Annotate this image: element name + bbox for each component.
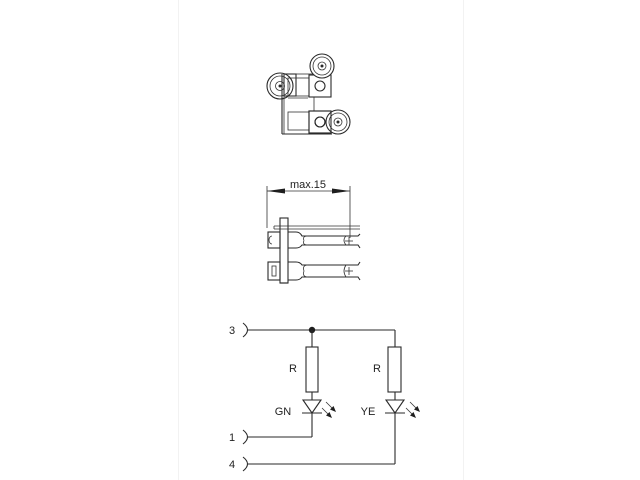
lower-slot	[287, 111, 311, 131]
dimension-arrow-right-icon	[332, 188, 350, 194]
pin-4-socket-icon	[242, 456, 249, 472]
pin-3-label: 3	[229, 325, 235, 337]
lower-contact-clip	[271, 265, 277, 277]
upper-fork-bottom	[288, 244, 361, 249]
lower-fork-top	[288, 261, 361, 266]
lower-roller-screw-icon	[336, 120, 340, 124]
upper-contact-base	[267, 231, 281, 249]
left-roller-mid	[269, 75, 291, 97]
resistor-right-label: R	[373, 363, 381, 375]
upper-contact-clip	[268, 235, 273, 245]
led-yellow-light-arrows-icon	[405, 401, 420, 418]
upper-fork-notch	[343, 235, 347, 246]
lower-terminal-front	[308, 110, 332, 134]
upper-fork-top	[288, 231, 361, 237]
led-circuit-schematic: 3 R GN R YE	[229, 322, 420, 472]
resistor-left	[305, 346, 319, 393]
upper-terminal-hole	[314, 80, 326, 92]
pin-1-socket-icon	[242, 429, 249, 445]
lower-fork-slot	[303, 264, 309, 278]
upper-roller-screw-icon	[320, 64, 324, 68]
lower-terminal-hole-front	[314, 116, 326, 128]
left-roller-screw-icon	[278, 84, 282, 88]
lower-roller-hub	[333, 117, 343, 127]
left-roller-outer	[266, 72, 294, 100]
led-yellow-icon	[384, 399, 406, 414]
pin-3-socket-icon	[242, 322, 249, 338]
connector-side-view: max.15	[266, 179, 361, 284]
pin-4-label: 4	[229, 459, 235, 471]
upper-roller-hub	[317, 61, 327, 71]
left-roller-hub	[275, 81, 285, 91]
led-yellow-label: YE	[361, 406, 376, 418]
mounting-plate	[279, 217, 289, 284]
resistor-right	[387, 346, 402, 393]
led-green-light-arrows-icon	[321, 401, 336, 418]
connector-top-view	[266, 53, 351, 135]
led-green-icon	[301, 399, 323, 414]
dimension-arrow-left-icon	[267, 188, 285, 194]
lower-contact-base	[267, 261, 281, 281]
led-green-label: GN	[275, 406, 292, 418]
lower-fork-bottom	[288, 276, 361, 281]
lower-fork-notch	[343, 264, 347, 278]
panel-left-edge	[178, 0, 179, 480]
panel-right-edge	[463, 0, 464, 480]
lower-roller-mid	[328, 112, 348, 132]
upper-roller-mid	[312, 56, 332, 76]
dimension-label: max.15	[290, 179, 326, 191]
resistor-left-label: R	[289, 363, 297, 375]
upper-fork-slot	[303, 235, 309, 246]
pin-1-label: 1	[229, 432, 235, 444]
